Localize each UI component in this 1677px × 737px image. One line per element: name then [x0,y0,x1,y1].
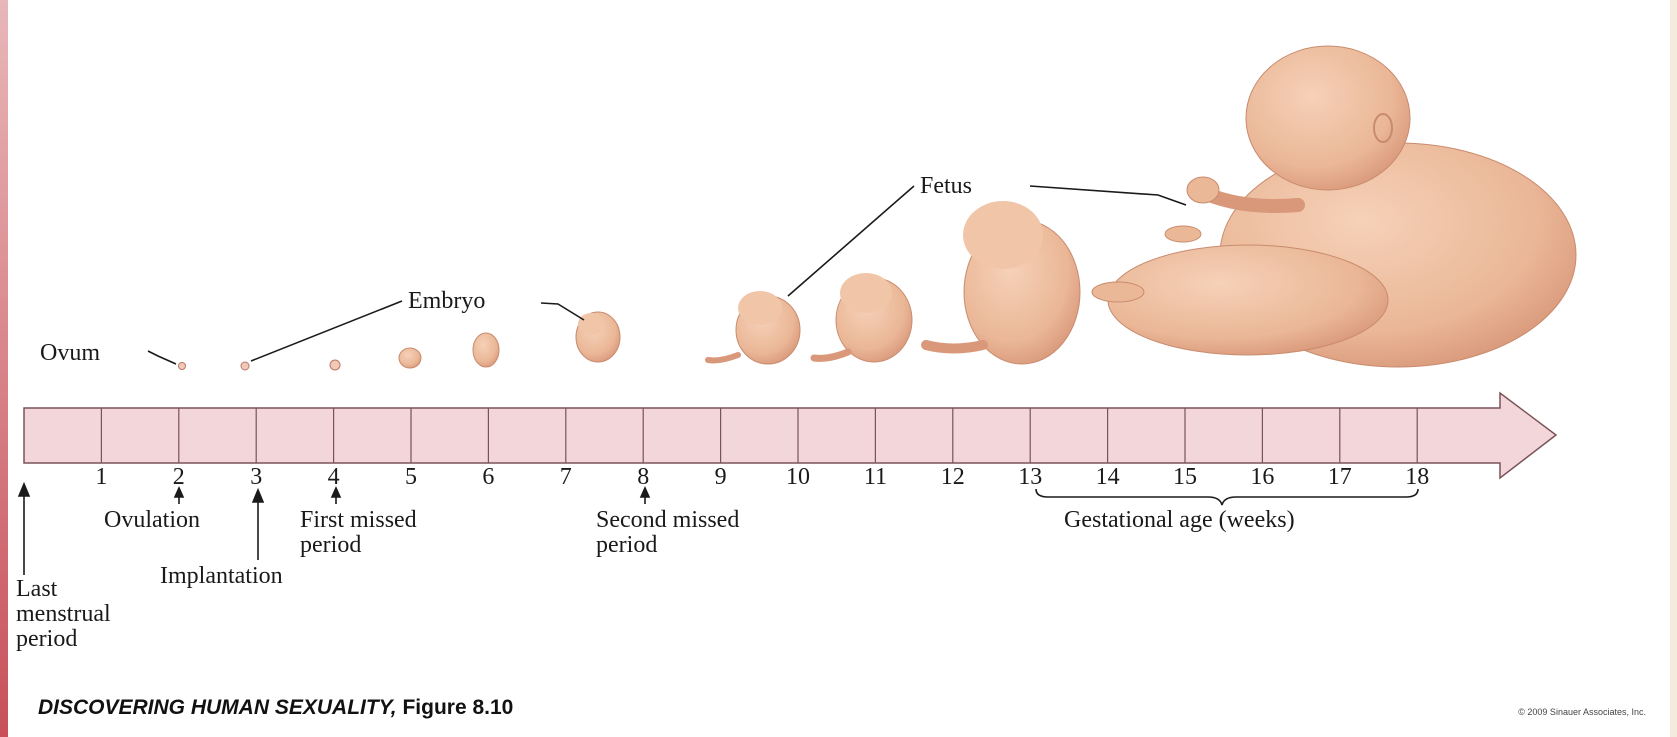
first-missed-label-line2: period [300,532,361,558]
ovulation-label: Ovulation [104,507,200,533]
lmp-label-line3: period [16,626,77,652]
book-title: DISCOVERING HUMAN SEXUALITY, [38,696,397,719]
gestational-age-label: Gestational age (weeks) [1064,507,1295,533]
week-label: 6 [482,464,494,490]
week-label: 2 [173,464,185,490]
week-label: 3 [250,464,262,490]
week-label: 5 [405,464,417,490]
embryo-label: Embryo [408,288,485,314]
week-label: 11 [864,464,887,490]
week-label: 1 [95,464,107,490]
week-label: 18 [1405,464,1429,490]
week-label: 9 [715,464,727,490]
week-label: 16 [1250,464,1274,490]
ovum-icon [179,363,186,370]
second-missed-label-line1: Second missed [596,507,739,533]
slide-accent-bar [0,0,8,737]
implantation-label: Implantation [160,563,283,589]
lmp-label-line1: Last [16,576,58,602]
first-missed-label-line1: First missed [300,507,417,533]
ovum-label: Ovum [40,340,100,366]
week-label: 15 [1173,464,1197,490]
lmp-label-line2: menstrual [16,601,111,627]
copyright-notice: © 2009 Sinauer Associates, Inc. [1518,707,1646,717]
second-missed-label-line2: period [596,532,657,558]
week-label: 12 [941,464,965,490]
week-label: 17 [1328,464,1352,490]
figure-number: Figure 8.10 [402,696,513,719]
week-label: 13 [1018,464,1042,490]
fetus-icon [708,46,1576,367]
embryo-icon [241,312,620,370]
week-label: 7 [560,464,572,490]
figure-caption: DISCOVERING HUMAN SEXUALITY, Figure 8.10 [38,696,513,720]
week-label: 4 [328,464,340,490]
week-label: 8 [637,464,649,490]
week-label: 10 [786,464,810,490]
fetus-label: Fetus [920,173,972,199]
gestational-bracket [1036,489,1418,505]
week-label: 14 [1096,464,1120,490]
